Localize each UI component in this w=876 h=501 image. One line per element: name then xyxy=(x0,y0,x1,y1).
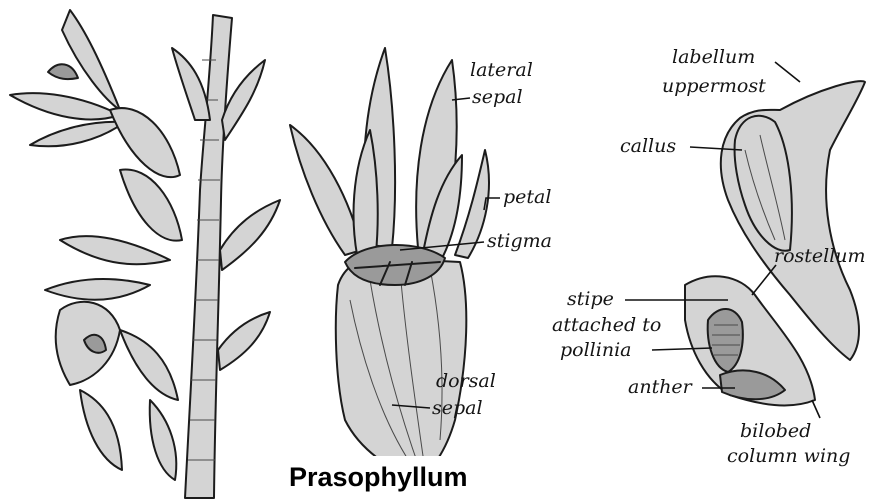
label-rostellum: rostellum xyxy=(774,245,866,267)
flower-spike-drawing xyxy=(10,10,280,498)
label-stigma: stigma xyxy=(487,230,552,252)
label-lateral-sepal-line1: lateral xyxy=(470,59,533,81)
bract xyxy=(172,48,210,120)
label-column-wing-line1: bilobed xyxy=(740,420,811,442)
label-column-wing-line2: column wing xyxy=(727,445,850,467)
leader-labellum xyxy=(775,62,800,82)
label-petal: petal xyxy=(503,186,551,208)
label-labellum-line1: labellum xyxy=(672,46,755,68)
label-lateral-sepal-line2: sepal xyxy=(472,86,523,108)
column-side-view xyxy=(685,81,865,405)
label-dorsal-sepal-line1: dorsal xyxy=(436,370,496,392)
label-stipe-line3: pollinia xyxy=(560,339,631,361)
flower-middle xyxy=(45,170,182,300)
label-labellum-line2: uppermost xyxy=(662,75,766,97)
leader-column-wing xyxy=(812,400,820,418)
label-stipe-line2: attached to xyxy=(552,314,661,336)
label-anther: anther xyxy=(628,376,694,398)
flower-upper xyxy=(10,10,180,177)
leader-rostellum xyxy=(752,265,776,295)
bract xyxy=(218,312,270,370)
label-callus: callus xyxy=(620,135,676,157)
bract xyxy=(220,200,280,270)
caption-genus-name: Prasophyllum xyxy=(282,456,522,501)
petal-left xyxy=(290,125,362,255)
flower-lower xyxy=(56,302,178,480)
label-dorsal-sepal-line2: sepal xyxy=(432,397,483,419)
dorsal-sepal-shape xyxy=(336,258,467,480)
label-stipe-line1: stipe xyxy=(567,288,614,310)
